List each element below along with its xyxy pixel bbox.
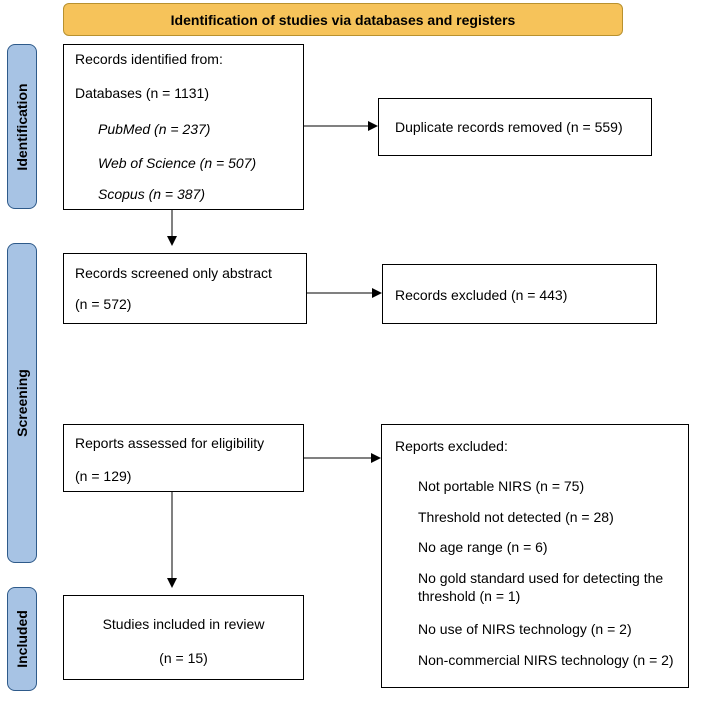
source-pubmed: PubMed (n = 237)	[98, 121, 211, 137]
records-identified-heading: Records identified from:	[75, 51, 223, 67]
source-web-of-science: Web of Science (n = 507)	[98, 155, 257, 171]
flow-title: Identification of studies via databases …	[170, 11, 516, 28]
reports-assessed-heading: Reports assessed for eligibility	[75, 435, 265, 451]
flow-title-banner: Identification of studies via databases …	[63, 3, 623, 36]
duplicates-removed-box: Duplicate records removed (n = 559)	[378, 98, 652, 156]
records-screened-heading: Records screened only abstract	[75, 265, 272, 281]
records-screened-count: (n = 572)	[75, 296, 132, 312]
reason-no-age-range: No age range (n = 6)	[418, 539, 548, 555]
reason-no-nirs-technology: No use of NIRS technology (n = 2)	[418, 621, 632, 637]
studies-included-box: Studies included in review (n = 15)	[63, 595, 304, 680]
reason-non-commercial-nirs: Non-commercial NIRS technology (n = 2)	[418, 652, 674, 668]
records-excluded-box: Records excluded (n = 443)	[382, 264, 657, 324]
reason-no-gold-standard-line2: threshold (n = 1)	[418, 588, 521, 604]
studies-included-count: (n = 15)	[159, 650, 208, 666]
records-screened-box: Records screened only abstract (n = 572)	[63, 253, 307, 324]
source-scopus: Scopus (n = 387)	[98, 186, 206, 202]
reports-excluded-heading: Reports excluded:	[395, 438, 508, 454]
reports-excluded-box: Reports excluded: Not portable NIRS (n =…	[381, 424, 689, 688]
reason-not-portable: Not portable NIRS (n = 75)	[418, 478, 585, 494]
phase-identification: Identification	[7, 44, 37, 209]
databases-count: Databases (n = 1131)	[75, 85, 209, 101]
reason-threshold-not-detected: Threshold not detected (n = 28)	[418, 509, 614, 525]
reports-assessed-count: (n = 129)	[75, 468, 132, 484]
duplicates-removed-text: Duplicate records removed (n = 559)	[395, 119, 623, 135]
phase-screening: Screening	[7, 243, 37, 563]
records-excluded-text: Records excluded (n = 443)	[395, 287, 568, 303]
phase-included: Included	[7, 587, 37, 691]
records-identified-box: Records identified from: Databases (n = …	[63, 44, 304, 210]
reports-assessed-box: Reports assessed for eligibility (n = 12…	[63, 424, 304, 492]
studies-included-heading: Studies included in review	[102, 616, 265, 632]
reason-no-gold-standard-line1: No gold standard used for detecting the	[418, 570, 664, 586]
